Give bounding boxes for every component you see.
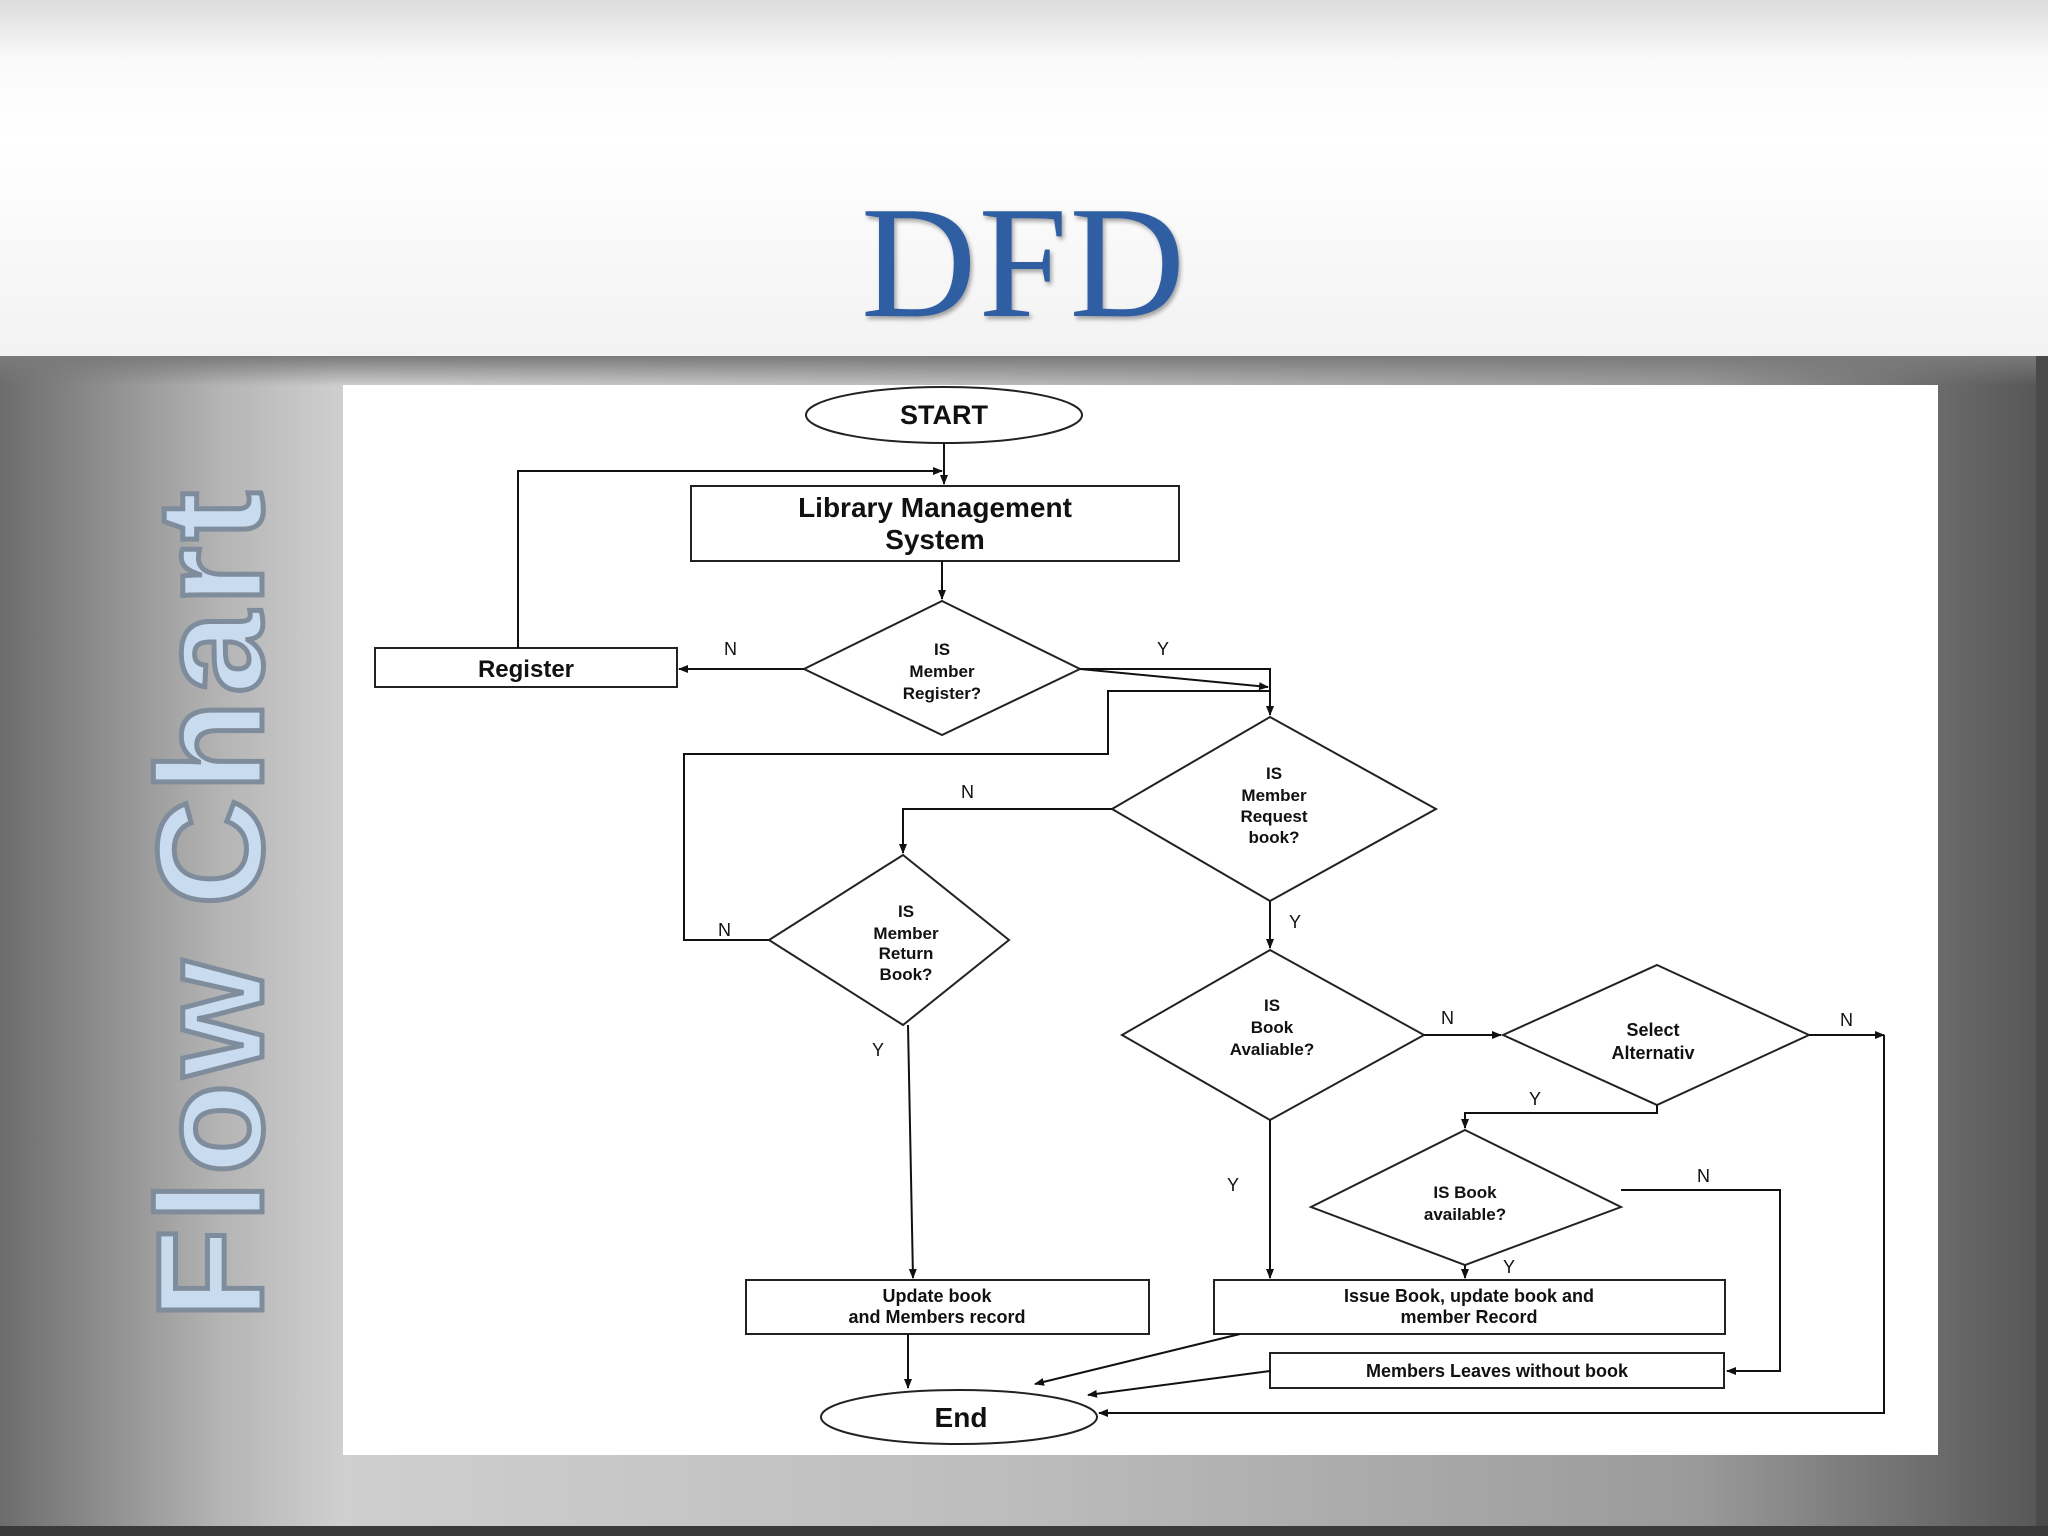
q-return-3: Return	[879, 944, 934, 963]
arrow-leaves-to-end	[1087, 1370, 1271, 1398]
arrow-available2-to-leaves	[1621, 1189, 1781, 1375]
label-no-return: N	[718, 920, 731, 940]
q-return-4: Book?	[880, 965, 933, 984]
q-available-2: Book	[1251, 1018, 1294, 1037]
arrow-return-to-update	[907, 1024, 917, 1279]
select-alt-1: Select	[1626, 1020, 1679, 1040]
start-label: START	[900, 400, 988, 430]
end-label: End	[935, 1402, 988, 1433]
q-registered-2: Member	[909, 662, 975, 681]
slide-right-edge	[2036, 356, 2048, 1536]
label-yes-return: Y	[872, 1040, 884, 1060]
arrow-right-rail-to-end	[1098, 1035, 1885, 1417]
label-yes-registered: Y	[1157, 639, 1169, 659]
q-return-1: IS	[898, 902, 914, 921]
system-box	[690, 485, 1180, 562]
q-registered-3: Register?	[903, 684, 981, 703]
leaves-label: Members Leaves without book	[1366, 1361, 1629, 1381]
slide-title: DFD	[860, 173, 1188, 351]
label-yes-available2: Y	[1503, 1257, 1515, 1277]
select-alt-2: Alternativ	[1611, 1043, 1694, 1063]
arrow-merge-top	[1079, 668, 1269, 691]
end-oval	[820, 1389, 1098, 1445]
register-box	[374, 647, 678, 688]
decision-member-registered	[801, 599, 1083, 737]
q-available-1: IS	[1264, 996, 1280, 1015]
update-record-box	[745, 1279, 1150, 1335]
label-no-available: N	[1441, 1008, 1454, 1028]
q-available2-1: IS Book	[1433, 1183, 1497, 1202]
update-record-1: Update book	[882, 1286, 992, 1306]
side-title: Flow Chart	[124, 483, 297, 1323]
leaves-without-book-box	[1269, 1352, 1725, 1389]
q-available-3: Avaliable?	[1230, 1040, 1314, 1059]
issue-book-1: Issue Book, update book and	[1344, 1286, 1594, 1306]
arrow-register-loop	[517, 467, 943, 648]
q-request-4: book?	[1249, 828, 1300, 847]
flowchart-diagram: START Library Management System Register…	[374, 386, 1885, 1445]
arrow-issue-to-end	[1034, 1333, 1241, 1386]
label-no-available2: N	[1697, 1166, 1710, 1186]
label-yes-alt: Y	[1529, 1089, 1541, 1109]
content-band-shadow	[0, 356, 2048, 386]
arrow-to-request	[1080, 668, 1274, 716]
label-no-register: N	[724, 639, 737, 659]
flowchart-board: START Library Management System Register…	[343, 385, 1938, 1455]
q-return-2: Member	[873, 924, 939, 943]
system-label-2: System	[885, 524, 985, 555]
system-label-1: Library Management	[798, 492, 1072, 523]
label-no-alt: N	[1840, 1010, 1853, 1030]
label-yes-request: Y	[1289, 912, 1301, 932]
arrow-alt-to-available2	[1461, 1105, 1658, 1129]
issue-book-2: member Record	[1400, 1307, 1537, 1327]
arrow-return-loop	[683, 690, 1270, 941]
q-available2-2: available?	[1424, 1205, 1506, 1224]
label-yes-available: Y	[1227, 1175, 1239, 1195]
q-request-2: Member	[1241, 786, 1307, 805]
decision-return-book	[767, 853, 1011, 1027]
label-no-request: N	[961, 782, 974, 802]
q-registered-1: IS	[934, 640, 950, 659]
slide-bottom-edge	[0, 1526, 2048, 1536]
arrow-request-to-return	[899, 808, 1112, 854]
issue-book-box	[1213, 1279, 1726, 1335]
q-request-3: Request	[1240, 807, 1307, 826]
q-request-1: IS	[1266, 764, 1282, 783]
update-record-2: and Members record	[848, 1307, 1025, 1327]
register-label: Register	[478, 656, 574, 683]
